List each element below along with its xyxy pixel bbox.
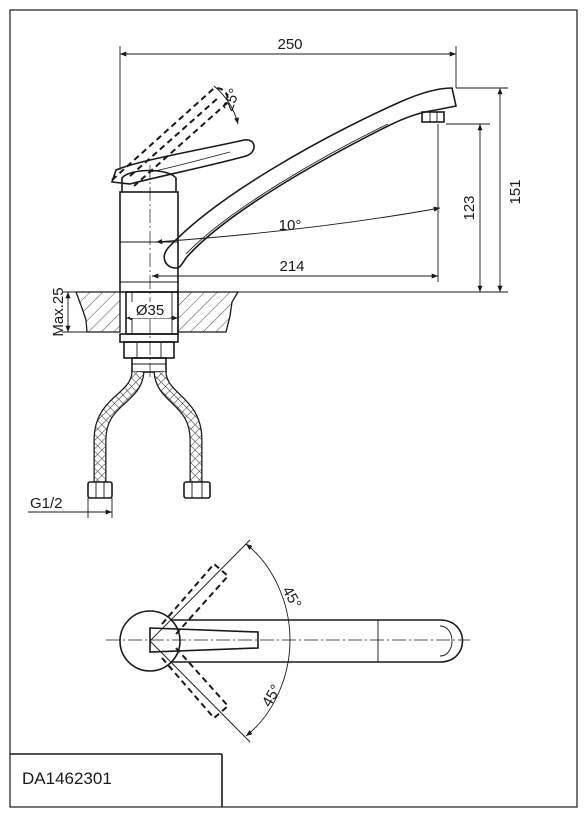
sheet-border <box>9 9 578 808</box>
side-view: 250 25° 10° 214 123 151 Ø35 <box>28 36 524 518</box>
dim-outlet-height-label: 123 <box>461 195 478 220</box>
dim-reach-label: 214 <box>279 258 304 275</box>
dim-deck <box>62 291 88 333</box>
dim-total-height-label: 151 <box>507 179 524 204</box>
lever-phantom <box>111 87 229 187</box>
lever-plan-upper <box>161 562 230 635</box>
dim-width-label: 250 <box>277 36 302 53</box>
flexible-hoses <box>87 370 211 499</box>
dim-outlet-height <box>238 123 508 293</box>
spout <box>163 87 457 269</box>
part-number: DA1462301 <box>22 769 112 788</box>
top-view: 45° 45° <box>106 539 470 743</box>
rotation-upper-label: 45° <box>279 584 305 612</box>
lever-handle <box>110 139 255 185</box>
dim-spout-arc <box>155 206 441 245</box>
dim-reach <box>152 124 439 282</box>
lever-plan <box>149 627 259 653</box>
dim-thread-label: G1/2 <box>30 495 63 512</box>
faucet-body <box>119 165 179 380</box>
rotation-lower-label: 45° <box>259 682 285 710</box>
rotation-arc-lower <box>245 639 291 737</box>
dim-width <box>119 46 457 170</box>
lever-plan-lower <box>161 647 230 720</box>
dim-hole-label: Ø35 <box>136 302 164 319</box>
dim-thread <box>28 498 113 518</box>
dim-lever-arc <box>213 85 239 125</box>
dim-spout-label: 10° <box>279 217 302 234</box>
spout-plan <box>172 619 464 663</box>
body-plan <box>119 610 181 672</box>
dim-deck-label: Max.25 <box>50 287 67 336</box>
dim-hole-label-bg <box>130 302 170 318</box>
dim-total-height <box>456 87 508 292</box>
title-block: DA1462301 <box>10 753 223 807</box>
rotation-arc-upper <box>245 543 291 641</box>
dim-lever-label: 25° <box>220 86 244 113</box>
